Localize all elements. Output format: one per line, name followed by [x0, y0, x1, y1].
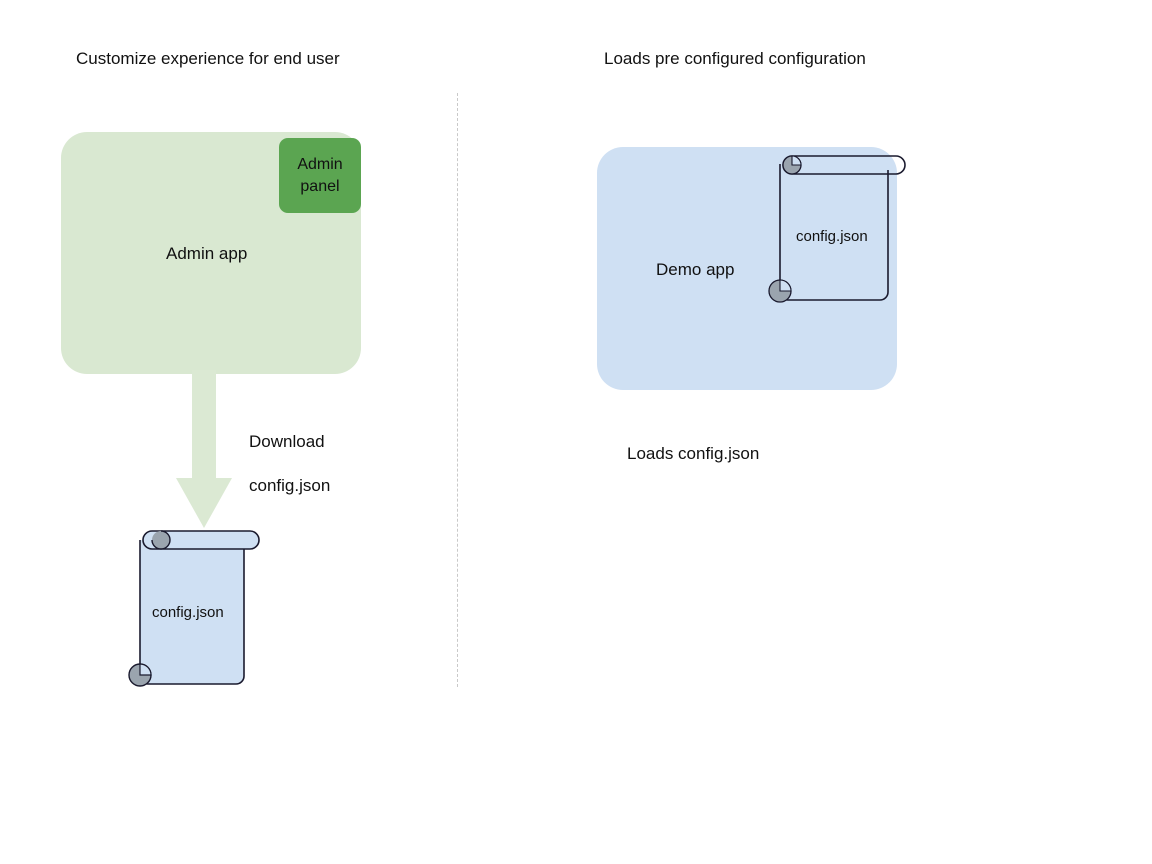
- section-divider: [457, 93, 458, 687]
- download-arrow-label-line1: Download: [249, 432, 325, 451]
- admin-panel-label-line1: Admin: [297, 155, 343, 173]
- download-arrow: [170, 370, 240, 532]
- config-json-label-right: config.json: [796, 228, 868, 245]
- loads-config-caption: Loads config.json: [627, 444, 760, 463]
- download-arrow-label-line2: config.json: [249, 476, 331, 495]
- scroll-document-icon: [128, 530, 260, 687]
- config-json-label-left: config.json: [152, 604, 224, 621]
- download-arrow-label: Download config.json: [249, 409, 330, 519]
- down-arrow-icon: [176, 370, 232, 528]
- admin-panel-label-line2: panel: [300, 177, 340, 195]
- config-json-document-right[interactable]: [762, 148, 914, 308]
- scroll-document-icon: [768, 155, 906, 303]
- right-section-title: Loads pre configured configuration: [604, 49, 866, 68]
- demo-app-box[interactable]: [597, 147, 897, 390]
- config-json-document-left[interactable]: [112, 524, 272, 694]
- demo-app-label: Demo app: [656, 260, 735, 279]
- admin-panel-label: Admin panel: [297, 154, 342, 198]
- left-section-title: Customize experience for end user: [76, 49, 340, 68]
- admin-app-label: Admin app: [166, 244, 248, 263]
- admin-panel-box[interactable]: Admin panel: [279, 138, 361, 213]
